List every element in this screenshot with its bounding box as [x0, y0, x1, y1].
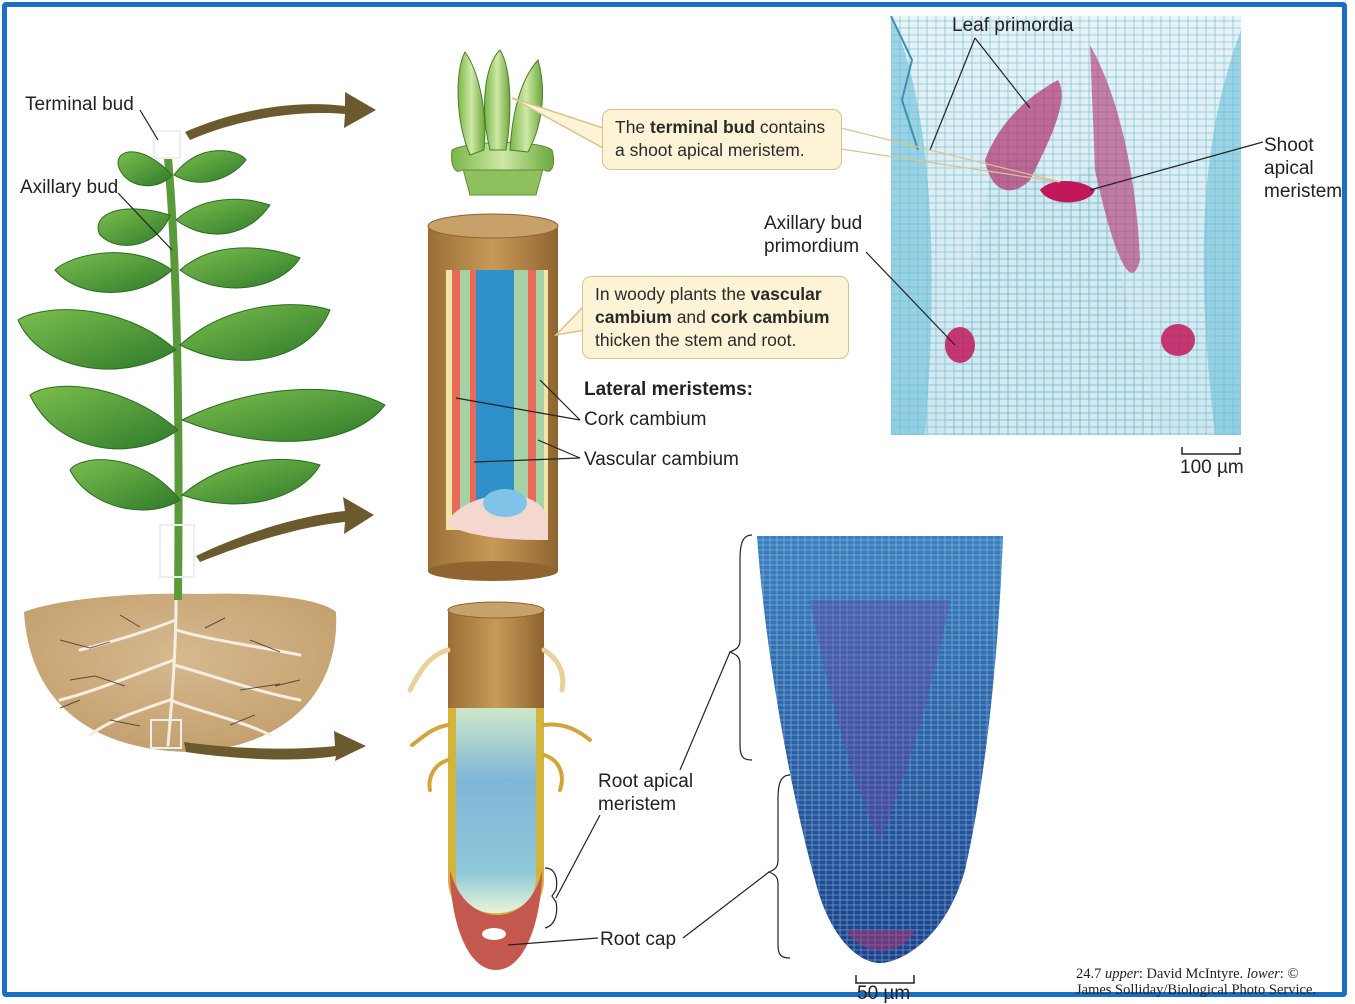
- scale-bar-lower: [856, 975, 914, 983]
- label-root-cap: Root cap: [600, 928, 676, 951]
- stem-section-drawing: [428, 214, 580, 581]
- label-shoot-apical-meristem-3: meristem: [1264, 180, 1342, 203]
- scale-bar-upper: [1182, 447, 1240, 454]
- label-lateral-meristems: Lateral meristems:: [584, 378, 753, 401]
- callout-pointer-stem: [556, 305, 585, 335]
- label-scale-upper: 100 µm: [1180, 456, 1244, 479]
- label-vascular-cambium: Vascular cambium: [584, 448, 739, 471]
- plant-illustration: [18, 110, 385, 752]
- label-root-apical-meristem-1: Root apical: [598, 770, 693, 793]
- callout-terminal-bud: The terminal bud contains a shoot apical…: [602, 109, 842, 170]
- label-axillary-bud-primordium-2: primordium: [764, 235, 859, 258]
- label-terminal-bud: Terminal bud: [25, 93, 134, 116]
- label-axillary-bud: Axillary bud: [20, 176, 118, 199]
- shoot-micrograph: [891, 16, 1241, 435]
- label-cork-cambium: Cork cambium: [584, 408, 706, 431]
- label-axillary-bud-primordium-1: Axillary bud: [764, 212, 862, 235]
- label-shoot-apical-meristem-2: apical: [1264, 157, 1314, 180]
- root-drawing: [410, 602, 600, 970]
- label-scale-lower: 50 µm: [857, 985, 910, 1003]
- label-leaf-primordia: Leaf primordia: [952, 14, 1073, 37]
- callout-woody-plants: In woody plants the vascular cambium and…: [582, 276, 849, 359]
- terminal-bud-drawing: [452, 50, 554, 195]
- photo-credit: 24.7 upper: David McIntyre. lower: © Jam…: [1076, 966, 1316, 998]
- label-root-apical-meristem-2: meristem: [598, 793, 676, 816]
- root-micrograph: [757, 536, 1003, 963]
- label-shoot-apical-meristem-1: Shoot: [1264, 134, 1314, 157]
